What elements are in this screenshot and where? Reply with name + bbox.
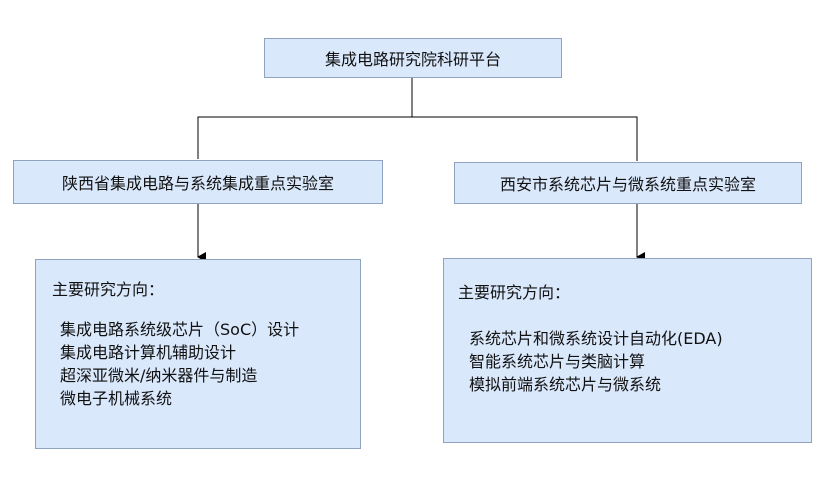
- directions-box-shaanxi: 主要研究方向： 集成电路系统级芯片（SoC）设计 集成电路计算机辅助设计 超深亚…: [35, 259, 361, 449]
- lab-node-xian: 西安市系统芯片与微系统重点实验室: [454, 162, 802, 204]
- lab-node-shaanxi: 陕西省集成电路与系统集成重点实验室: [13, 160, 383, 204]
- direction-item: 智能系统芯片与类脑计算: [469, 352, 646, 371]
- directions-heading-xian: 主要研究方向：: [458, 283, 571, 302]
- root-node-label: 集成电路研究院科研平台: [324, 50, 501, 69]
- direction-item: 模拟前端系统芯片与微系统: [469, 375, 662, 394]
- lab-node-shaanxi-label: 陕西省集成电路与系统集成重点实验室: [61, 174, 334, 193]
- direction-item: 集成电路计算机辅助设计: [60, 343, 237, 362]
- directions-box-xian: 主要研究方向： 系统芯片和微系统设计自动化(EDA) 智能系统芯片与类脑计算 模…: [443, 258, 812, 443]
- root-to-labs-connector: [197, 77, 413, 159]
- root-to-labs-connector-right: [412, 116, 638, 161]
- direction-item: 超深亚微米/纳米器件与制造: [60, 366, 258, 385]
- directions-list-xian: 系统芯片和微系统设计自动化(EDA) 智能系统芯片与类脑计算 模拟前端系统芯片与…: [469, 327, 723, 396]
- root-node: 集成电路研究院科研平台: [264, 38, 562, 78]
- directions-heading-shaanxi: 主要研究方向：: [52, 280, 165, 299]
- direction-item: 微电子机械系统: [60, 389, 173, 408]
- lab-node-xian-label: 西安市系统芯片与微系统重点实验室: [499, 175, 756, 194]
- direction-item: 系统芯片和微系统设计自动化(EDA): [469, 329, 723, 348]
- direction-item: 集成电路系统级芯片（SoC）设计: [60, 320, 300, 339]
- directions-list-shaanxi: 集成电路系统级芯片（SoC）设计 集成电路计算机辅助设计 超深亚微米/纳米器件与…: [60, 318, 299, 410]
